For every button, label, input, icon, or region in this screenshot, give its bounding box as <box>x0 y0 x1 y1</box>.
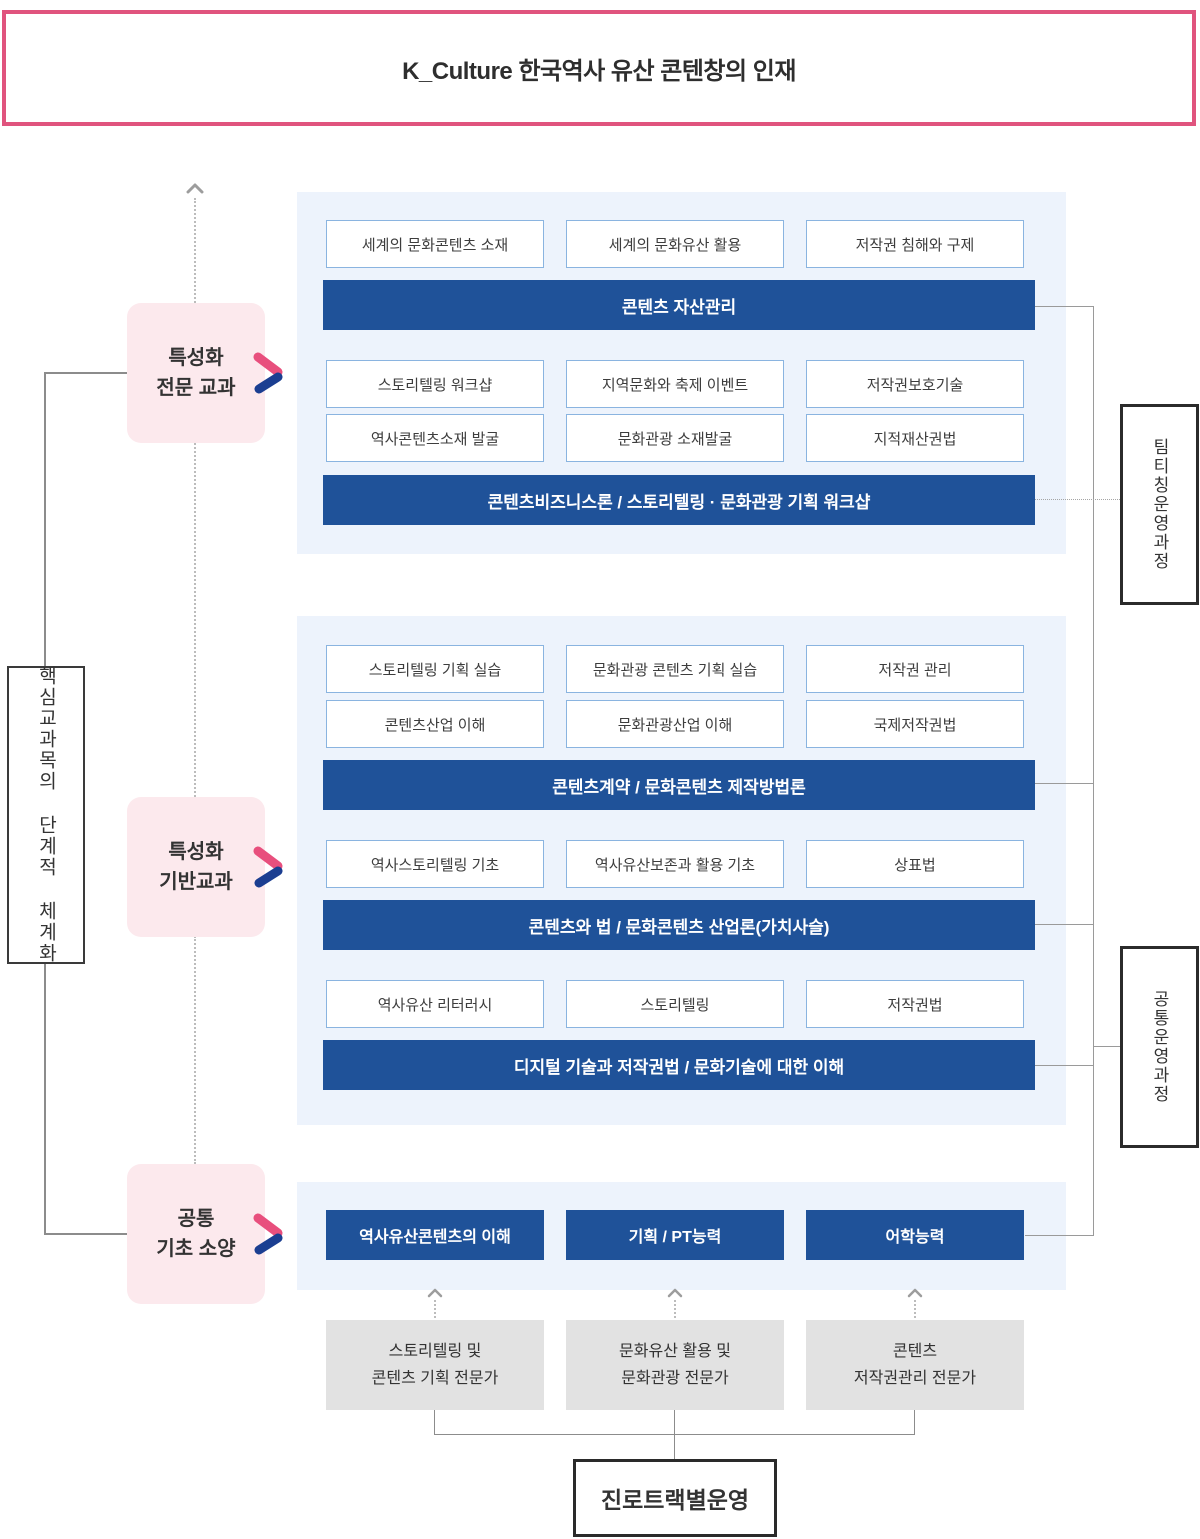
course-bar: 콘텐츠계약 / 문화콘텐츠 제작방법론 <box>323 760 1035 810</box>
chevron-right-icon <box>252 845 286 889</box>
connector-line <box>1035 306 1093 307</box>
dotted-connector-line <box>914 1300 916 1318</box>
career-label-line1: 스토리텔링 및 <box>388 1343 482 1360</box>
core-subjects-axis-label: 핵심교과목의 단계적 체계화 <box>35 666 57 964</box>
course-box: 스토리텔링 <box>566 980 784 1028</box>
level-common-basic: 공통 기초 소양 <box>127 1164 265 1304</box>
level-label-line2: 전문 교과 <box>156 377 236 399</box>
career-label-line1: 문화유산 활용 및 <box>619 1343 731 1360</box>
course-box: 국제저작권법 <box>806 700 1024 748</box>
connector-line <box>1035 924 1093 925</box>
course-box: 상표법 <box>806 840 1024 888</box>
career-label-line2: 콘텐츠 기획 전문가 <box>371 1370 499 1387</box>
dotted-axis-segment <box>194 936 196 1164</box>
diagram-header: K_Culture 한국역사 유산 콘텐창의 인재 <box>2 10 1196 126</box>
arrow-up-icon <box>667 1288 683 1298</box>
arrow-up-icon <box>186 182 204 194</box>
career-label-line2: 문화관광 전문가 <box>621 1370 729 1387</box>
connector-line <box>1035 783 1093 784</box>
common-operation-program-box: 공통운영과정 <box>1120 946 1199 1148</box>
team-teaching-program-box: 팀티칭운영과정 <box>1120 404 1199 605</box>
level-specialized-foundation: 특성화 기반교과 <box>127 797 265 937</box>
course-box: 역사유산보존과 활용 기초 <box>566 840 784 888</box>
connector-line <box>434 1410 435 1434</box>
common-operation-program-label: 공통운영과정 <box>1150 990 1169 1104</box>
career-label-line1: 콘텐츠 <box>892 1343 938 1360</box>
career-box: 콘텐츠 저작권관리 전문가 <box>806 1320 1024 1410</box>
level-label-line1: 공통 <box>177 1208 215 1230</box>
course-bar: 콘텐츠 자산관리 <box>323 280 1035 330</box>
career-box: 문화유산 활용 및 문화관광 전문가 <box>566 1320 784 1410</box>
course-box: 스토리텔링 기획 실습 <box>326 645 544 693</box>
dotted-connector-line <box>674 1300 676 1318</box>
chevron-right-icon <box>252 351 286 395</box>
level-label-line1: 특성화 <box>168 347 224 369</box>
level-label-line1: 특성화 <box>168 841 224 863</box>
level-specialized-advanced: 특성화 전문 교과 <box>127 303 265 443</box>
course-box: 역사스토리텔링 기초 <box>326 840 544 888</box>
track-operation-box: 진로트랙별운영 <box>573 1459 777 1537</box>
connector-line <box>674 1410 675 1459</box>
course-box: 문화관광 소재발굴 <box>566 414 784 462</box>
basic-competency-box: 어학능력 <box>806 1210 1024 1260</box>
course-box: 세계의 문화유산 활용 <box>566 220 784 268</box>
level-label-line2: 기반교과 <box>159 871 233 893</box>
course-box: 역사콘텐츠소재 발굴 <box>326 414 544 462</box>
course-box: 지역문화와 축제 이벤트 <box>566 360 784 408</box>
course-box: 문화관광 콘텐츠 기획 실습 <box>566 645 784 693</box>
dotted-connector-line <box>1035 499 1120 500</box>
basic-competency-box: 역사유산콘텐츠의 이해 <box>326 1210 544 1260</box>
career-box: 스토리텔링 및 콘텐츠 기획 전문가 <box>326 1320 544 1410</box>
arrow-up-icon <box>427 1288 443 1298</box>
level-label-line2: 기초 소양 <box>156 1238 236 1260</box>
page-title: K_Culture 한국역사 유산 콘텐창의 인재 <box>402 57 796 85</box>
dotted-connector-line <box>434 1300 436 1318</box>
basic-competency-box: 기획 / PT능력 <box>566 1210 784 1260</box>
core-subjects-axis-box: 핵심교과목의 단계적 체계화 <box>7 666 85 964</box>
team-teaching-program-label: 팀티칭운영과정 <box>1150 438 1169 571</box>
chevron-right-icon <box>252 1212 286 1256</box>
dotted-axis-segment <box>194 198 196 303</box>
connector-line <box>1035 1065 1093 1066</box>
connector-line <box>914 1410 915 1434</box>
career-label-line2: 저작권관리 전문가 <box>853 1370 977 1387</box>
arrow-up-icon <box>907 1288 923 1298</box>
course-box: 저작권법 <box>806 980 1024 1028</box>
course-box: 역사유산 리터러시 <box>326 980 544 1028</box>
course-box: 문화관광산업 이해 <box>566 700 784 748</box>
course-bar: 디지털 기술과 저작권법 / 문화기술에 대한 이해 <box>323 1040 1035 1090</box>
course-box: 세계의 문화콘텐츠 소재 <box>326 220 544 268</box>
dotted-axis-segment <box>194 443 196 797</box>
course-box: 저작권보호기술 <box>806 360 1024 408</box>
connector-line <box>1093 1046 1120 1047</box>
course-box: 스토리텔링 워크샵 <box>326 360 544 408</box>
course-bar: 콘텐츠와 법 / 문화콘텐츠 산업론(가치사슬) <box>323 900 1035 950</box>
connector-line <box>1025 1235 1093 1236</box>
course-box: 저작권 침해와 구제 <box>806 220 1024 268</box>
course-box: 저작권 관리 <box>806 645 1024 693</box>
bracket-line <box>45 1233 127 1235</box>
course-bar: 콘텐츠비즈니스론 / 스토리텔링 · 문화관광 기획 워크샵 <box>323 475 1035 525</box>
course-box: 콘텐츠산업 이해 <box>326 700 544 748</box>
bracket-line <box>45 372 127 374</box>
course-box: 지적재산권법 <box>806 414 1024 462</box>
connector-trunk-line <box>1093 306 1094 1236</box>
